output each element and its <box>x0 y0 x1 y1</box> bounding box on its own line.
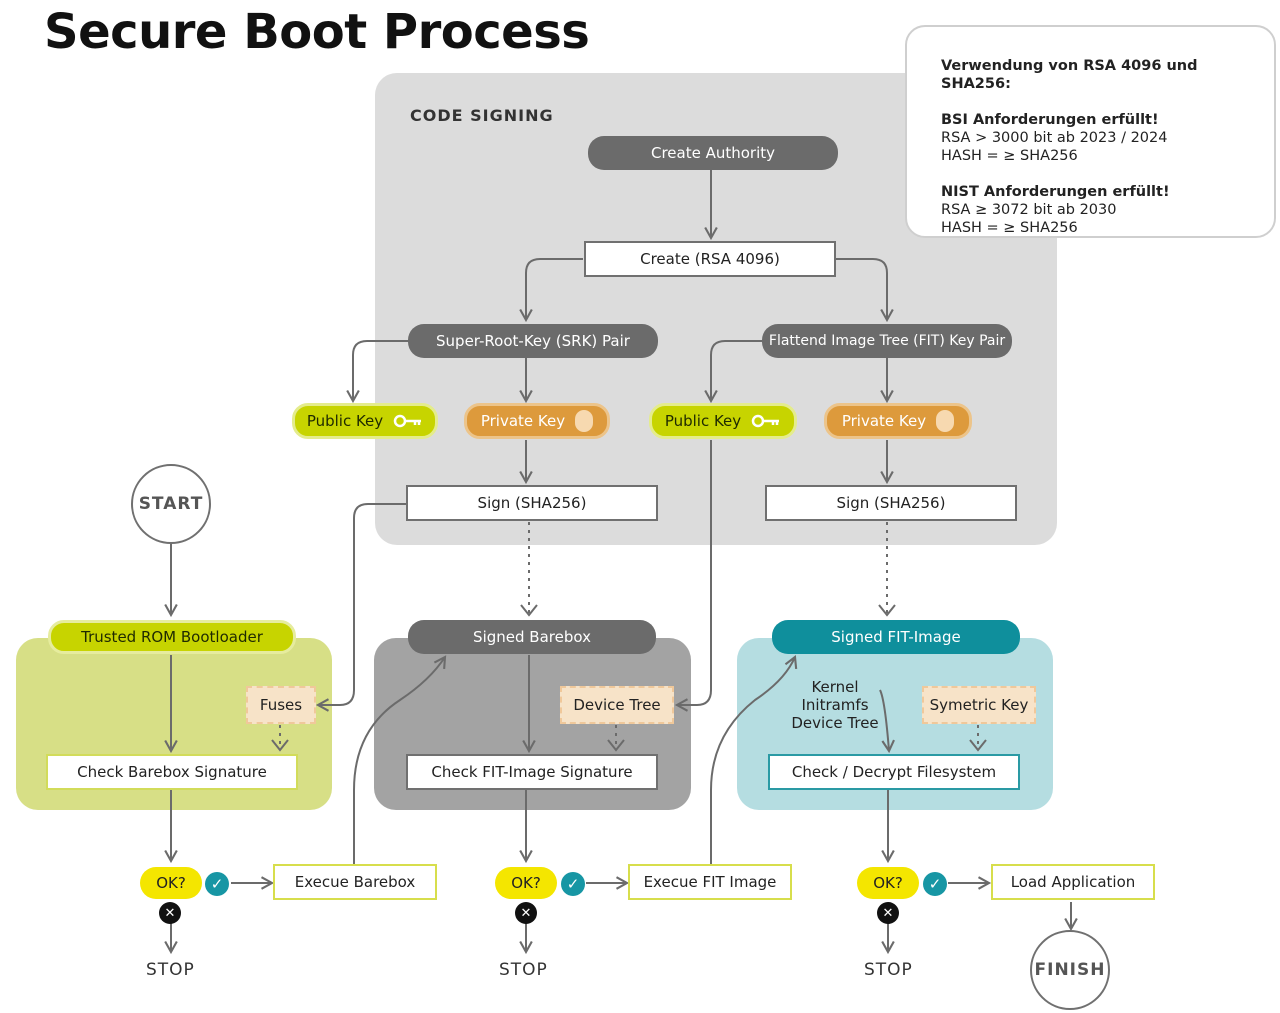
stop-label-2: STOP <box>499 960 548 980</box>
nist-line-1: RSA ≥ 3072 bit ab 2030 <box>941 202 1117 218</box>
ok-decision-1: OK? <box>140 867 202 899</box>
public-key-label: Public Key <box>664 412 742 430</box>
code-signing-label: CODE SIGNING <box>410 106 554 125</box>
check-fit-image-signature-node: Check FIT-Image Signature <box>406 754 658 790</box>
fit-sign-node: Sign (SHA256) <box>765 485 1017 521</box>
fit-private-key-node: Private Key <box>824 403 972 439</box>
fit-content-initramfs: Initramfs <box>801 696 869 714</box>
create-rsa-node: Create (RSA 4096) <box>584 241 836 277</box>
symetric-key-node: Symetric Key <box>922 686 1036 724</box>
check-icon: ✓ <box>561 872 585 896</box>
load-application-node: Load Application <box>991 864 1155 900</box>
cross-icon: ✕ <box>877 902 899 924</box>
fingerprint-icon <box>936 410 955 432</box>
srk-pair-node: Super-Root-Key (SRK) Pair <box>408 324 658 358</box>
signed-fit-image-node: Signed FIT-Image <box>772 620 1020 654</box>
stop-label-1: STOP <box>146 960 195 980</box>
fuses-node: Fuses <box>246 686 316 724</box>
key-icon <box>393 414 422 428</box>
bsi-title: BSI Anforderungen erfüllt! <box>941 112 1159 128</box>
start-node: START <box>131 464 211 544</box>
bsi-line-1: RSA > 3000 bit ab 2023 / 2024 <box>941 130 1168 146</box>
key-icon <box>751 414 780 428</box>
srk-private-key-node: Private Key <box>464 403 610 439</box>
fingerprint-icon <box>575 410 594 432</box>
note-heading: Verwendung von RSA 4096 und SHA256: <box>941 58 1198 92</box>
fit-content-kernel: Kernel <box>811 678 859 696</box>
fit-content-device-tree: Device Tree <box>791 714 879 732</box>
fit-image-contents: Kernel Initramfs Device Tree <box>780 678 890 732</box>
stop-label-3: STOP <box>864 960 913 980</box>
private-key-label: Private Key <box>480 412 566 430</box>
requirements-note: Verwendung von RSA 4096 und SHA256: BSI … <box>905 25 1276 238</box>
srk-sign-node: Sign (SHA256) <box>406 485 658 521</box>
fit-pair-node: Flattend Image Tree (FIT) Key Pair <box>762 324 1012 358</box>
public-key-label: Public Key <box>306 412 384 430</box>
check-barebox-signature-node: Check Barebox Signature <box>46 754 298 790</box>
finish-node: FINISH <box>1030 930 1110 1010</box>
device-tree-node: Device Tree <box>560 686 674 724</box>
cross-icon: ✕ <box>515 902 537 924</box>
check-decrypt-filesystem-node: Check / Decrypt Filesystem <box>768 754 1020 790</box>
nist-line-2: HASH = ≥ SHA256 <box>941 220 1078 236</box>
check-icon: ✓ <box>923 872 947 896</box>
ok-decision-2: OK? <box>495 867 557 899</box>
ok-decision-3: OK? <box>857 867 919 899</box>
create-authority-node: Create Authority <box>588 136 838 170</box>
srk-public-key-node: Public Key <box>292 403 438 439</box>
execute-fit-image-node: Execue FIT Image <box>628 864 792 900</box>
cross-icon: ✕ <box>159 902 181 924</box>
nist-title: NIST Anforderungen erfüllt! <box>941 184 1170 200</box>
trusted-rom-bootloader-node: Trusted ROM Bootloader <box>48 620 296 654</box>
fit-public-key-node: Public Key <box>649 403 797 439</box>
execute-barebox-node: Execue Barebox <box>273 864 437 900</box>
check-icon: ✓ <box>205 872 229 896</box>
bsi-line-2: HASH = ≥ SHA256 <box>941 148 1078 164</box>
private-key-label: Private Key <box>841 412 927 430</box>
signed-barebox-node: Signed Barebox <box>408 620 656 654</box>
page-title: Secure Boot Process <box>44 4 590 60</box>
